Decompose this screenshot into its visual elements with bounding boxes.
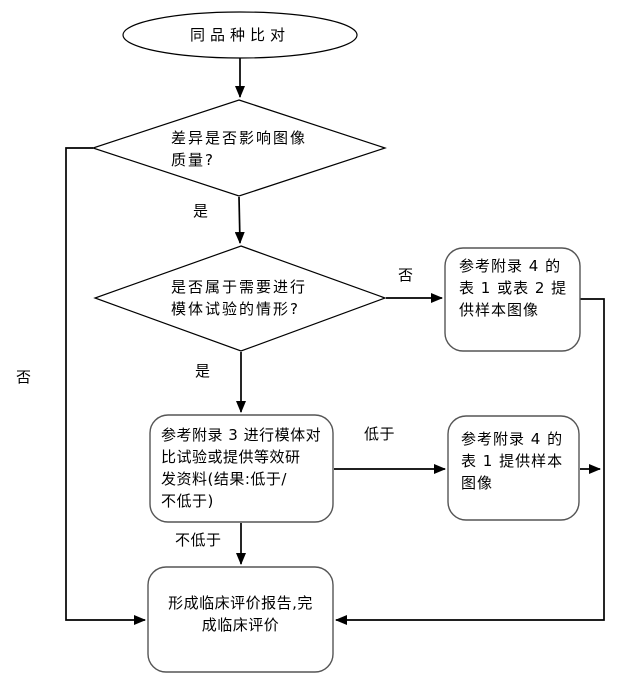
label-not-lower: 不低于 [175,531,222,549]
edge-decision1-no-to-end [65,147,146,625]
start-node-text: 同品种比对 [189,26,290,44]
process-appendix4-t1t2-box [444,247,581,352]
label-no-2: 否 [398,266,414,284]
end-box [147,566,334,673]
edge-decision1-yes-to-decision2 [234,196,245,244]
process-appendix3-box [149,414,334,523]
process-appendix4-t1-box [447,415,580,521]
decision2-diamond [93,245,387,352]
label-no-1: 否 [16,368,32,386]
edge-appendix4-t1t2-to-end [335,298,605,625]
process-appendix3-text: 参考附录 3 进行模体对 比试验或提供等效研 发资料(结果:低于/ 不低于) [161,426,322,510]
decision1-diamond [91,99,387,197]
end-node-text: 形成临床评价报告,完 成临床评价 [168,594,313,634]
decision1-text: 差异是否影响图像 质量? [171,129,308,169]
label-yes-2: 是 [195,362,211,380]
label-yes-1: 是 [193,202,209,220]
decision2-text: 是否属于需要进行 模体试验的情形? [171,278,308,318]
process-appendix4-t1-text: 参考附录 4 的 表 1 提供样本 图像 [461,430,564,492]
start-ellipse [122,11,358,59]
label-lower: 低于 [364,425,396,443]
process-appendix4-t1t2-text: 参考附录 4 的 表 1 或表 2 提 供样本图像 [459,257,568,319]
